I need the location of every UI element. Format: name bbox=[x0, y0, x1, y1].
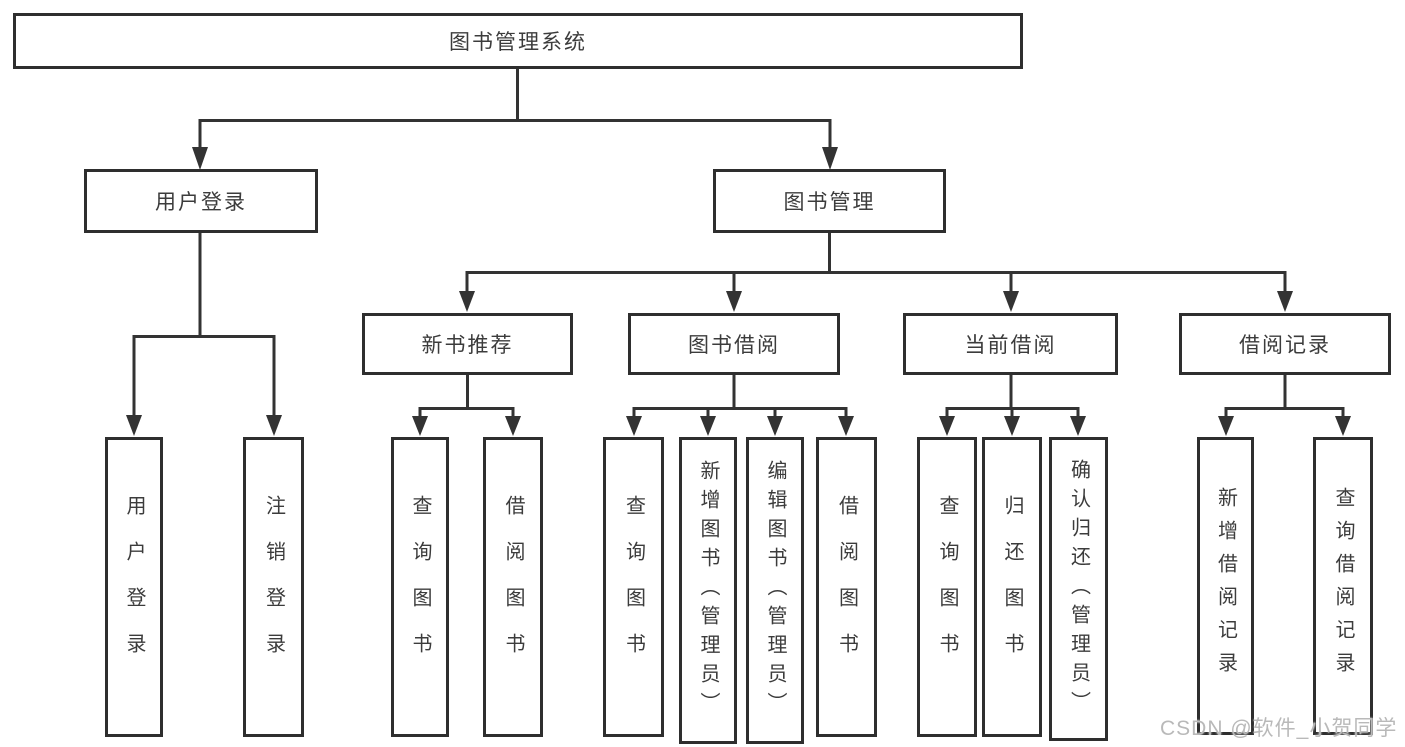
connector-root-to-level2 bbox=[198, 69, 832, 149]
node-library-system: 图书管理系统 bbox=[13, 13, 1023, 69]
node-user-login: 用户登录 bbox=[84, 169, 318, 233]
leaf-query-borrow-record: 查询借阅记录 bbox=[1313, 437, 1373, 735]
node-borrow-record: 借阅记录 bbox=[1179, 313, 1391, 375]
csdn-watermark: CSDN @软件_小贺同学 bbox=[1160, 717, 1398, 740]
leaf-user-login: 用户登录 bbox=[105, 437, 163, 737]
leaf-add-books-admin: 新增图书（管理员） bbox=[679, 437, 737, 744]
connector-userlogin-children bbox=[132, 233, 276, 417]
leaf-confirm-return-admin: 确认归还（管理员） bbox=[1049, 437, 1108, 741]
leaf-logout: 注销登录 bbox=[243, 437, 304, 737]
leaf-query-books-2: 查询图书 bbox=[603, 437, 664, 737]
leaf-query-books-3: 查询图书 bbox=[917, 437, 977, 737]
leaf-borrow-books-1: 借阅图书 bbox=[483, 437, 543, 737]
leaf-borrow-books-2: 借阅图书 bbox=[816, 437, 877, 737]
connector-bookborrow-children bbox=[632, 375, 848, 418]
node-book-management: 图书管理 bbox=[713, 169, 946, 233]
connector-bookmgmt-to-level3 bbox=[465, 233, 1287, 293]
connector-currentborrow-children bbox=[945, 375, 1080, 418]
leaf-query-books-1: 查询图书 bbox=[391, 437, 449, 737]
leaf-return-books: 归还图书 bbox=[982, 437, 1042, 737]
leaf-add-borrow-record: 新增借阅记录 bbox=[1197, 437, 1254, 735]
node-new-book-recommend: 新书推荐 bbox=[362, 313, 573, 375]
node-current-borrow: 当前借阅 bbox=[903, 313, 1118, 375]
leaf-edit-books-admin: 编辑图书（管理员） bbox=[746, 437, 804, 744]
connector-newbooks-children bbox=[418, 375, 515, 418]
connector-borrowrecord-children bbox=[1224, 375, 1345, 418]
node-book-borrow: 图书借阅 bbox=[628, 313, 840, 375]
